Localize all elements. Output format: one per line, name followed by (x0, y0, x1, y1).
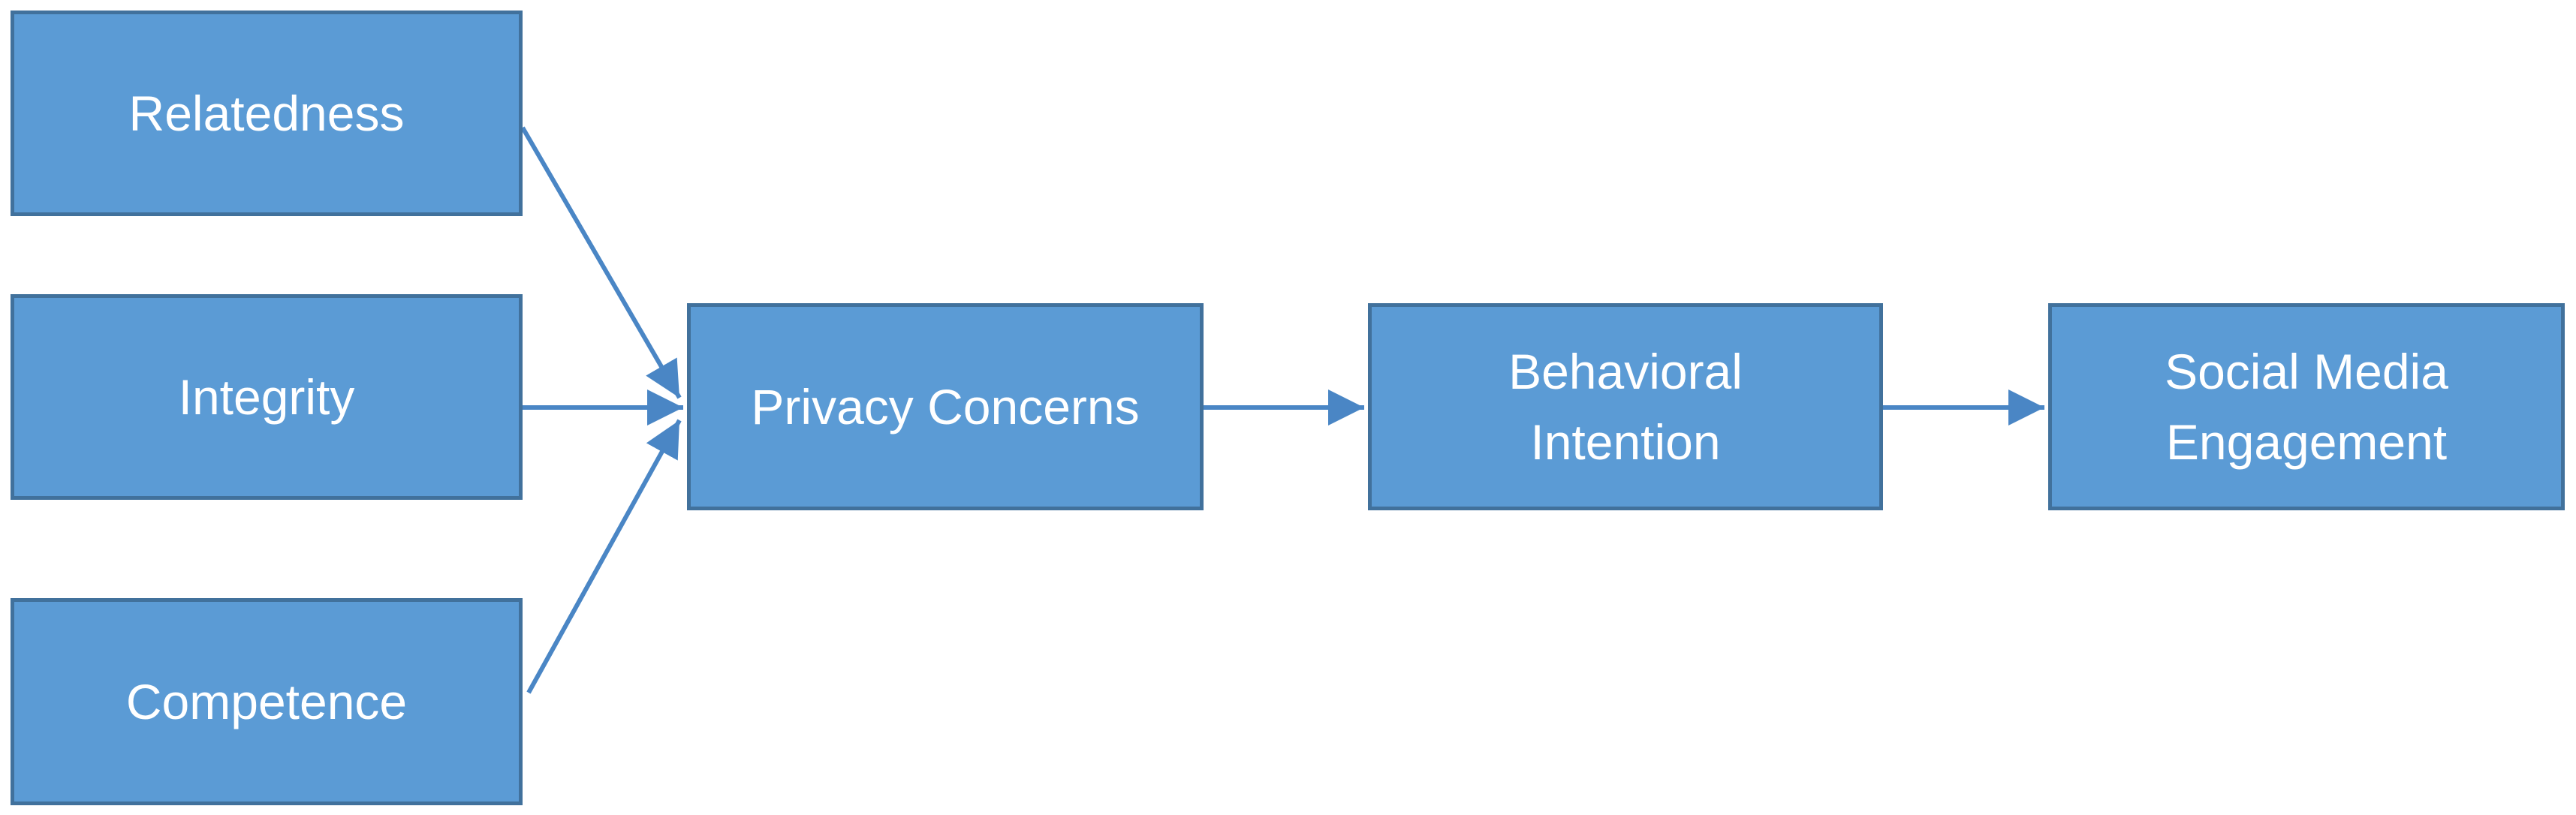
node-relatedness: Relatedness (11, 11, 523, 216)
node-social-media-engagement-label: Social Media Engagement (2165, 344, 2448, 470)
node-behavioral-intention-label: Behavioral Intention (1508, 344, 1743, 470)
node-privacy-concerns: Privacy Concerns (687, 303, 1204, 510)
node-integrity-label: Integrity (178, 369, 355, 425)
arrow-relatedness-to-privacy (520, 126, 682, 399)
node-competence: Competence (11, 598, 523, 805)
arrow-competence-to-privacy (526, 419, 682, 694)
node-competence-label: Competence (125, 674, 408, 729)
node-social-media-engagement: Social Media Engagement (2048, 303, 2565, 510)
node-integrity: Integrity (11, 294, 523, 500)
node-behavioral-intention: Behavioral Intention (1368, 303, 1883, 510)
node-relatedness-label: Relatedness (128, 86, 405, 141)
node-privacy-concerns-label: Privacy Concerns (751, 379, 1140, 435)
